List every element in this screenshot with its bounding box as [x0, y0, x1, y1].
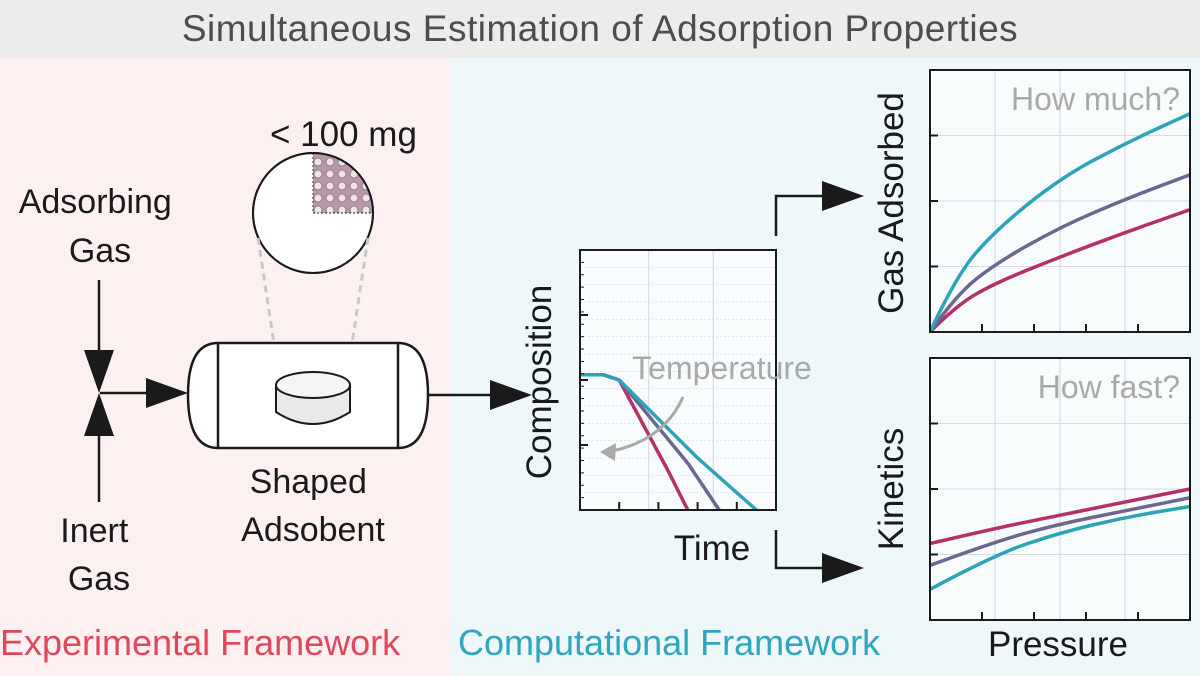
branch-arrow-up-head — [822, 181, 864, 211]
time-xlabel: Time — [674, 529, 750, 568]
how-fast-annotation: How fast? — [1038, 369, 1180, 405]
kinetics-chart — [929, 357, 1191, 621]
outlet-arrow-head — [490, 380, 532, 410]
temperature-arrow-head — [600, 443, 616, 461]
composition-ylabel: Composition — [520, 285, 559, 480]
sample-mass-label: < 100 mg — [270, 115, 417, 154]
computational-framework-label: Computational Framework — [458, 622, 881, 663]
branch-arrow-down — [774, 530, 826, 570]
experimental-framework-label: Experimental Framework — [0, 622, 401, 663]
gas-adsorbed-chart — [929, 69, 1191, 333]
page-title: Simultaneous Estimation of Adsorption Pr… — [181, 8, 1019, 49]
gas-adsorbed-ticks — [930, 134, 1139, 332]
composition-ticks — [580, 261, 738, 510]
adsorbent-label: Shaped Adsobent — [241, 463, 385, 549]
series-line-2 — [930, 173, 1190, 332]
temperature-arrow — [611, 396, 685, 453]
kinetics-series — [930, 487, 1190, 592]
feed-arrow-head — [146, 378, 188, 408]
series-line-3 — [930, 504, 1190, 592]
series-line-2 — [930, 495, 1190, 568]
series-line-3 — [580, 373, 759, 510]
gas-adsorbed-ylabel: Gas Adsorbed — [872, 92, 911, 314]
series-line-1 — [930, 487, 1190, 546]
branch-arrow-up — [774, 194, 826, 236]
kinetics-ticks — [930, 422, 1139, 620]
adsorbing-gas-label: Adsorbing Gas — [19, 183, 182, 270]
composition-series — [580, 373, 759, 510]
kinetics-grid — [930, 358, 1190, 620]
branch-arrow-down-head — [822, 553, 864, 583]
pressure-xlabel: Pressure — [988, 625, 1128, 664]
title-bar: Simultaneous Estimation of Adsorption Pr… — [0, 0, 1200, 58]
series-line-1 — [930, 207, 1190, 332]
composition-chart — [579, 249, 777, 511]
magnified-sample-view — [252, 152, 374, 274]
temperature-annotation: Temperature — [632, 350, 812, 386]
kinetics-ylabel: Kinetics — [872, 428, 911, 551]
how-much-annotation: How much? — [1011, 81, 1180, 117]
gas-adsorbed-series — [930, 111, 1190, 332]
adsorbent-pellet — [275, 371, 351, 425]
inert-gas-label: Inert Gas — [60, 512, 138, 598]
series-line-3 — [930, 111, 1190, 332]
valve-icon — [84, 350, 114, 436]
